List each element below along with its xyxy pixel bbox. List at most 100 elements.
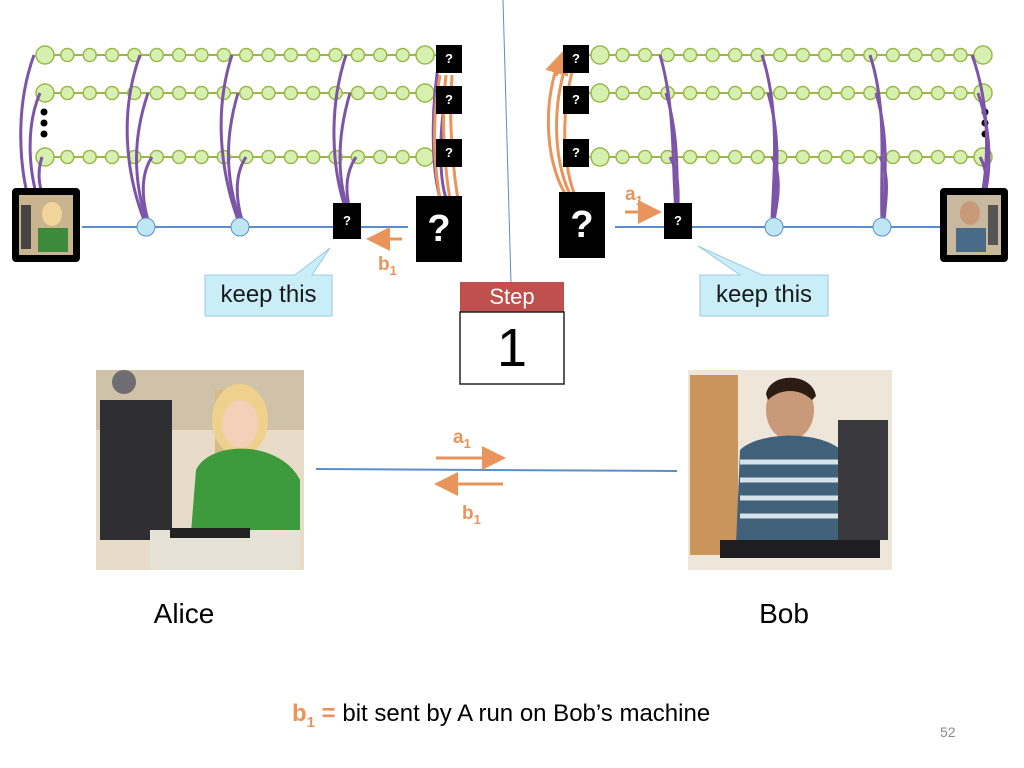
right-chain-3-node: [863, 149, 878, 165]
right-chain-2-node: [727, 85, 743, 101]
left-chain-1-node: [328, 47, 343, 63]
left-chain-2-node: [104, 85, 120, 101]
right-chain-2-node: [930, 85, 946, 101]
left-chain-3-node: [395, 149, 410, 165]
b1-label: b1: [462, 503, 481, 527]
left-chain-2-node: [82, 85, 97, 101]
left-callout-bubble: [204, 247, 333, 317]
left-unknown-box-2: ?: [436, 86, 462, 114]
left-threads: [19, 54, 448, 221]
left-chain-3-node: [305, 149, 321, 165]
right-a1-label: a1: [625, 184, 643, 208]
left-chain-3-node: [171, 149, 187, 165]
right-unknown-box-1: ?: [563, 45, 589, 73]
right-chain-2-node: [615, 85, 630, 101]
right-chains: [585, 45, 993, 167]
left-base-node-1: [136, 217, 156, 237]
left-chain-3-node: [283, 149, 299, 165]
left-chain-3-node: [415, 147, 435, 167]
right-chain-3-node: [615, 149, 630, 165]
left-chain-2-node: [283, 85, 299, 101]
left-chain-1-node: [171, 47, 187, 63]
left-chain-3-node: [194, 149, 209, 165]
right-chain-2-node: [863, 85, 878, 101]
right-base-node-2: [872, 217, 892, 237]
right-chain-3-node: [795, 149, 811, 165]
bob-photo: [688, 370, 892, 570]
right-chain-1-node: [727, 47, 743, 63]
left-chain-1-node: [395, 47, 410, 63]
right-chain-1-node: [750, 47, 765, 63]
right-chain-2-node: [953, 85, 968, 101]
alice-bob-link: [315, 468, 678, 472]
alice-avatar-small: [12, 188, 80, 262]
right-chain-1-node: [682, 47, 698, 63]
right-chain-3-node: [953, 149, 968, 165]
left-chain-1-node: [104, 47, 120, 63]
left-chain-1-node: [60, 47, 75, 63]
right-chain-3-node: [840, 149, 856, 165]
left-chain-1-node: [373, 47, 388, 63]
right-chain-2-node: [840, 85, 856, 101]
left-chain-2-node: [149, 85, 165, 101]
left-unknown-base-box: ?: [333, 203, 361, 239]
right-callout-bubble: [697, 245, 829, 317]
right-unknown-box-3: ?: [563, 139, 589, 167]
left-chain-2-node: [60, 85, 75, 101]
left-chain-1-node: [82, 47, 97, 63]
right-chain-2-node: [885, 85, 901, 101]
step-header: [460, 282, 564, 312]
left-ellipsis: [40, 108, 48, 138]
left-chain-2-node: [194, 85, 209, 101]
left-chain-1-node: [216, 47, 232, 63]
right-chain-2-node: [908, 85, 923, 101]
left-chain-1-node: [194, 47, 209, 63]
left-chain-3-node: [149, 149, 165, 165]
alice-name: Alice: [153, 598, 215, 629]
left-callout-text: keep this: [220, 281, 317, 308]
right-chain-2-node: [772, 85, 788, 101]
left-unknown-box-1: ?: [436, 45, 462, 73]
right-threads: [658, 54, 991, 221]
left-chain-1-node: [415, 45, 435, 65]
right-chain-3-node: [705, 149, 720, 165]
right-chain-1-node: [885, 47, 901, 63]
left-chain-2-node: [261, 85, 276, 101]
right-chain-1-node: [930, 47, 946, 63]
right-chain-2-node: [590, 83, 610, 103]
right-chain-1-node: [840, 47, 856, 63]
right-chain-1-node: [772, 47, 788, 63]
right-base-node-1: [764, 217, 784, 237]
left-chain-3-node: [373, 149, 388, 165]
right-chain-2-node: [705, 85, 720, 101]
left-chain-3-node: [104, 149, 120, 165]
slide-number: 52: [940, 724, 956, 740]
left-chain-1-node: [238, 47, 254, 63]
right-unknown-base-box: ?: [664, 203, 692, 239]
left-chain-1-node: [305, 47, 321, 63]
bob-name: Bob: [759, 598, 809, 629]
right-chain-1-node: [660, 47, 675, 63]
right-chain-3-node: [590, 147, 610, 167]
right-chain-2-node: [795, 85, 811, 101]
right-chain-1-node: [818, 47, 833, 63]
left-chain-3-node: [261, 149, 276, 165]
right-chain-2-node: [750, 85, 765, 101]
right-chain-1-node: [953, 47, 968, 63]
left-chain-1-node: [149, 47, 165, 63]
footnote-text: bit sent by A run on Bob’s machine: [335, 700, 711, 727]
right-chain-1-node: [908, 47, 923, 63]
divider-line: [502, 0, 512, 284]
bob-avatar-small: [940, 188, 1008, 262]
left-chain-1-node: [35, 45, 55, 65]
left-unknown-big-box: ?: [416, 196, 462, 262]
left-chain-1-node: [261, 47, 276, 63]
right-unknown-big-box: ?: [559, 192, 605, 258]
right-up-arrow: [545, 50, 569, 77]
left-chain-2-node: [238, 85, 254, 101]
right-chain-2-node: [682, 85, 698, 101]
right-chain-1-node: [973, 45, 993, 65]
left-chain-2-node: [415, 83, 435, 103]
left-chain-1-node: [350, 47, 366, 63]
